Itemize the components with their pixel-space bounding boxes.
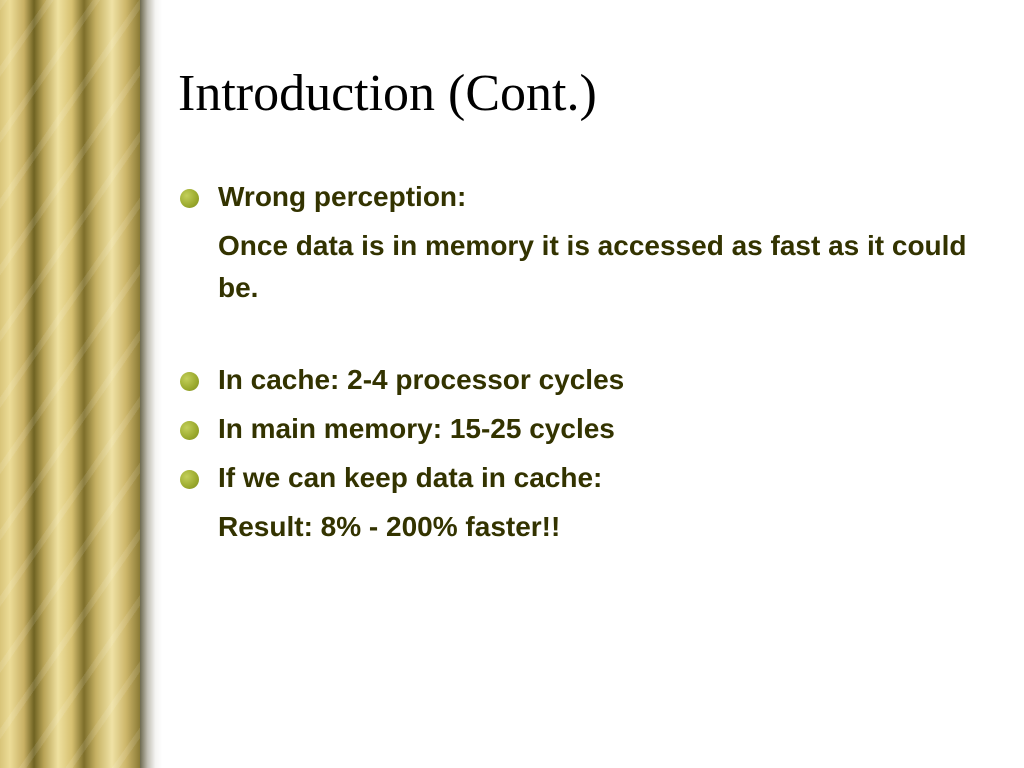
slide-title: Introduction (Cont.) [178, 65, 597, 122]
bullet-item-keep-in-cache: If we can keep data in cache: [178, 457, 978, 499]
decorative-gold-pillar [0, 0, 140, 768]
sub-item-text: Once data is in memory it is accessed as… [218, 230, 967, 303]
sub-item-result: Result: 8% - 200% faster!! [178, 506, 978, 548]
spacer [178, 309, 978, 359]
bullet-text: If we can keep data in cache: [218, 462, 603, 493]
bullet-item-in-cache: In cache: 2-4 processor cycles [178, 359, 978, 401]
bullet-item-wrong-perception: Wrong perception: [178, 176, 978, 218]
bullet-text: Wrong perception: [218, 181, 467, 212]
pillar-shadow [140, 0, 162, 768]
bullet-dot-icon [180, 372, 199, 391]
bullet-item-main-memory: In main memory: 15-25 cycles [178, 408, 978, 450]
sub-item-text: Result: 8% - 200% faster!! [218, 511, 561, 542]
bullet-text: In cache: 2-4 processor cycles [218, 364, 625, 395]
bullet-dot-icon [180, 189, 199, 208]
bullet-list: Wrong perception: Once data is in memory… [178, 176, 978, 555]
bullet-text: In main memory: 15-25 cycles [218, 413, 615, 444]
sub-item-once-data: Once data is in memory it is accessed as… [178, 225, 978, 309]
bullet-dot-icon [180, 470, 199, 489]
bullet-dot-icon [180, 421, 199, 440]
